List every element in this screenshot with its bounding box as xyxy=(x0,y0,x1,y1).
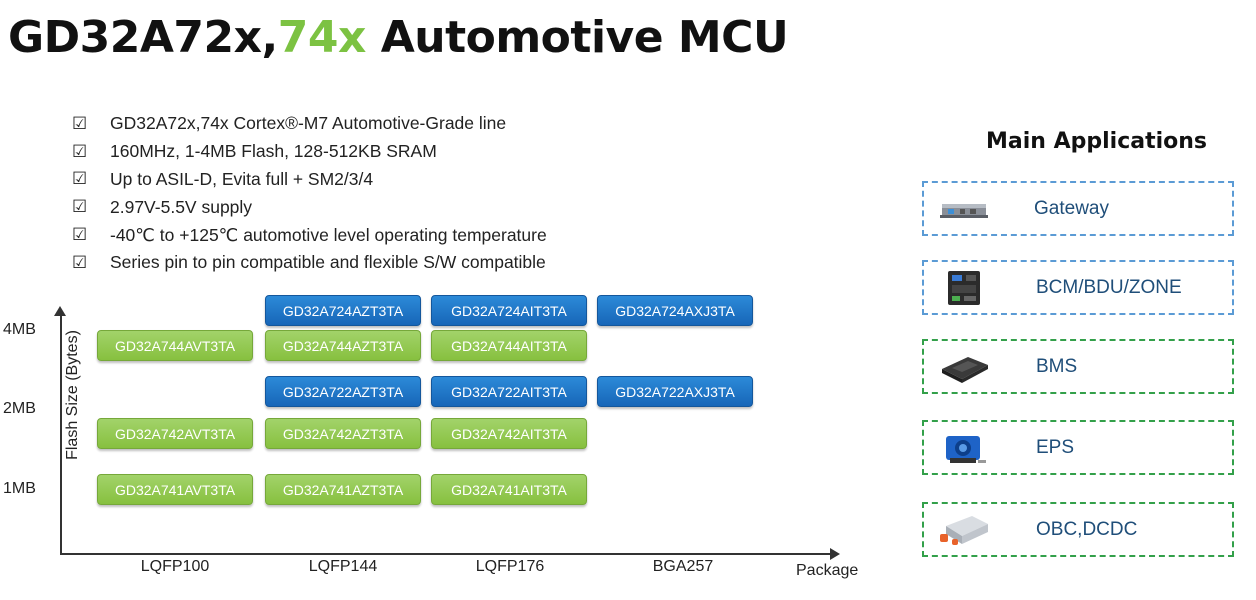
chip-gd32a744avt3ta: GD32A744AVT3TA xyxy=(97,330,253,361)
app-label: BCM/BDU/ZONE xyxy=(1036,277,1182,298)
y-tick-2mb: 2MB xyxy=(3,400,36,417)
bms-module-icon xyxy=(942,357,988,383)
title-rest: Automotive MCU xyxy=(365,12,789,63)
checkbox-icon: ☑ xyxy=(72,197,88,218)
checkbox-icon: ☑ xyxy=(72,225,88,246)
bcm-module-icon xyxy=(948,271,980,305)
app-card-bms: BMS xyxy=(922,339,1234,394)
feature-text: Series pin to pin compatible and flexibl… xyxy=(110,252,546,273)
chip-gd32a741azt3ta: GD32A741AZT3TA xyxy=(265,474,421,505)
app-label: BMS xyxy=(1036,356,1078,377)
chip-gd32a742ait3ta: GD32A742AIT3TA xyxy=(431,418,587,449)
chip-gd32a742avt3ta: GD32A742AVT3TA xyxy=(97,418,253,449)
x-tick-lqfp100: LQFP100 xyxy=(140,558,210,575)
app-card-obc: OBC,DCDC xyxy=(922,502,1234,557)
feature-text: -40℃ to +125℃ automotive level operating… xyxy=(110,224,547,245)
x-axis-title: Package xyxy=(796,562,859,579)
chip-gd32a722ait3ta: GD32A722AIT3TA xyxy=(431,376,587,407)
chip-gd32a724azt3ta: GD32A724AZT3TA xyxy=(265,295,421,326)
x-tick-lqfp176: LQFP176 xyxy=(475,558,545,575)
app-label: Gateway xyxy=(1034,198,1109,219)
applications-title: Main Applications xyxy=(986,129,1208,154)
feature-item: ☑ 2.97V-5.5V supply xyxy=(72,193,547,221)
checkbox-icon: ☑ xyxy=(72,169,88,190)
chip-gd32a722azt3ta: GD32A722AZT3TA xyxy=(265,376,421,407)
x-axis-arrow-icon xyxy=(830,548,840,560)
app-label: OBC,DCDC xyxy=(1036,519,1138,540)
y-axis-arrow-icon xyxy=(54,306,66,316)
chip-gd32a724axj3ta: GD32A724AXJ3TA xyxy=(597,295,753,326)
feature-item: ☑ 160MHz, 1-4MB Flash, 128-512KB SRAM xyxy=(72,138,547,166)
feature-item: ☑ Up to ASIL-D, Evita full + SM2/3/4 xyxy=(72,166,547,194)
gateway-module-icon xyxy=(940,204,988,218)
x-tick-bga257: BGA257 xyxy=(652,558,714,575)
chip-gd32a744azt3ta: GD32A744AZT3TA xyxy=(265,330,421,361)
feature-list: ☑ GD32A72x,74x Cortex®-M7 Automotive-Grad… xyxy=(72,110,547,277)
checkbox-icon: ☑ xyxy=(72,252,88,273)
y-axis-title-text: Flash Size (Bytes) xyxy=(64,330,81,460)
chip-gd32a722axj3ta: GD32A722AXJ3TA xyxy=(597,376,753,407)
x-tick-lqfp144: LQFP144 xyxy=(308,558,378,575)
feature-text: 160MHz, 1-4MB Flash, 128-512KB SRAM xyxy=(110,141,437,162)
y-axis-line xyxy=(60,314,62,555)
app-card-eps: EPS xyxy=(922,420,1234,475)
title-accent: 74x xyxy=(277,12,367,63)
y-tick-1mb: 1MB xyxy=(3,480,36,497)
app-card-bcm: BCM/BDU/ZONE xyxy=(922,260,1234,315)
checkbox-icon: ☑ xyxy=(72,141,88,162)
eps-module-icon xyxy=(946,436,986,463)
chip-gd32a742azt3ta: GD32A742AZT3TA xyxy=(265,418,421,449)
app-label: EPS xyxy=(1036,437,1075,458)
feature-item: ☑ GD32A72x,74x Cortex®-M7 Automotive-Grad… xyxy=(72,110,547,138)
feature-item: ☑ -40℃ to +125℃ automotive level operatin… xyxy=(72,221,547,249)
feature-text: Up to ASIL-D, Evita full + SM2/3/4 xyxy=(110,168,374,189)
app-card-gateway: Gateway xyxy=(922,181,1234,236)
chip-gd32a744ait3ta: GD32A744AIT3TA xyxy=(431,330,587,361)
x-axis-line xyxy=(60,553,834,555)
obc-module-icon xyxy=(940,516,988,545)
page-title: GD32A72x,74x Automotive MCU xyxy=(8,12,789,63)
feature-item: ☑ Series pin to pin compatible and flexib… xyxy=(72,249,547,277)
feature-text: 2.97V-5.5V supply xyxy=(110,196,253,217)
chip-gd32a724ait3ta: GD32A724AIT3TA xyxy=(431,295,587,326)
feature-text: GD32A72x,74x Cortex®-M7 Automotive-Grade… xyxy=(110,113,507,134)
chip-gd32a741avt3ta: GD32A741AVT3TA xyxy=(97,474,253,505)
chip-gd32a741ait3ta: GD32A741AIT3TA xyxy=(431,474,587,505)
y-tick-4mb: 4MB xyxy=(3,321,36,338)
checkbox-icon: ☑ xyxy=(72,113,88,134)
title-main: GD32A72x, xyxy=(8,12,278,63)
